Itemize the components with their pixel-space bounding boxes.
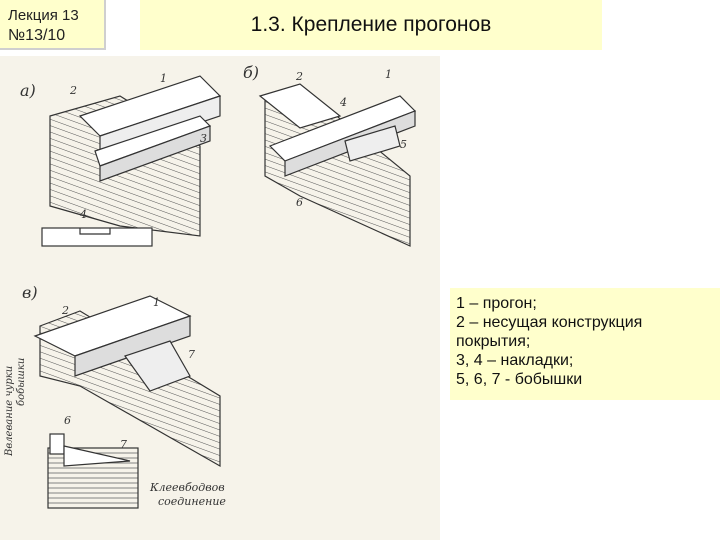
purlin-fastening-sketch: а) 1 2 3 4 б) 1 2 4 5 6 в) 1 2 [4, 63, 417, 509]
slide-title: 1.3. Крепление прогонов [250, 13, 492, 36]
vertical-note-2: бобышки [16, 358, 27, 406]
callout-6-b: 6 [296, 196, 303, 209]
legend-item: 3, 4 – накладки; [456, 352, 574, 369]
lecture-number-box: Лекция 13 №13/10 [0, 0, 106, 50]
callout-3-a: 3 [200, 132, 207, 145]
callout-7-v: 7 [188, 348, 195, 361]
panel-a-sketch [41, 75, 222, 247]
callout-1-a: 1 [160, 72, 167, 85]
vertical-note: Ввлевание чурки [4, 366, 15, 457]
panel-v-sketch [33, 295, 221, 509]
panel-b-sketch [258, 83, 417, 247]
legend-box: 1 – прогон; 2 – несущая конструкция покр… [450, 288, 720, 400]
callout-7-v2: 7 [120, 438, 127, 451]
panel-a-label: а) [20, 81, 36, 100]
callout-2-v: 2 [61, 304, 69, 317]
glue-note-2: соединение [158, 495, 226, 508]
callout-6-v: 6 [64, 414, 71, 427]
legend-item: 5, 6, 7 - бобышки [456, 371, 583, 388]
technical-drawing: а) 1 2 3 4 б) 1 2 4 5 6 в) 1 2 [0, 56, 440, 540]
callout-1-v: 1 [153, 296, 160, 309]
legend-item: покрытия; [456, 333, 531, 350]
panel-v-label: в) [22, 283, 38, 302]
slide-title-box: 1.3. Крепление прогонов [140, 0, 602, 50]
callout-4-b: 4 [339, 96, 347, 109]
callout-5-b: 5 [400, 138, 407, 151]
slide-number: №13/10 [8, 27, 66, 44]
legend-item: 2 – несущая конструкция [456, 314, 643, 331]
panel-b-label: б) [243, 63, 259, 82]
legend-item: 1 – прогон; [456, 295, 537, 312]
glue-note-1: Клеевбодвов [149, 481, 225, 494]
lecture-label: Лекция 13 [8, 7, 79, 24]
callout-2-b: 2 [295, 70, 303, 83]
callout-4-a: 4 [79, 208, 87, 221]
callout-2-a: 2 [69, 84, 77, 97]
callout-1-b: 1 [385, 68, 392, 81]
